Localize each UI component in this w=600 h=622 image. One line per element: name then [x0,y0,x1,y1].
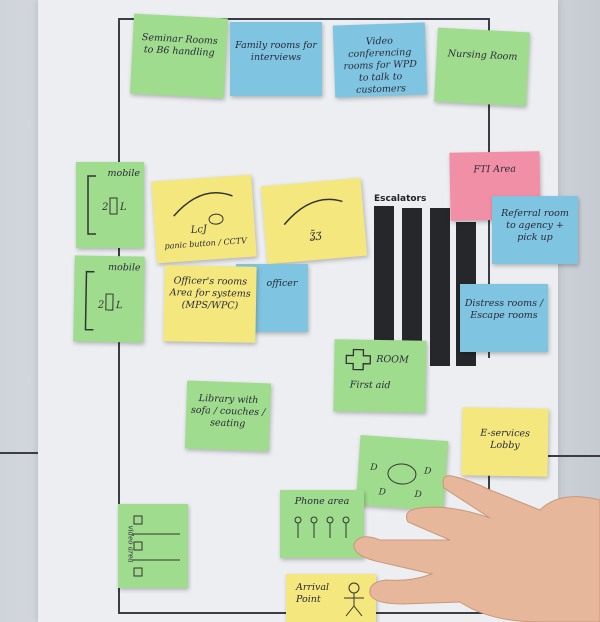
bracket-sketch-icon: 2 L [87,175,127,235]
note-video-area: video area [118,504,188,588]
room-label: ROOM [376,353,409,366]
camera-sketch-icon: LcJ [173,192,233,236]
plan-border-top [118,18,490,20]
camera-sketch-icon: ʓ̃ʒ [283,198,343,241]
phone-icon [294,516,350,538]
note-mobile-2: mobile 2 L [73,255,145,343]
svg-text:D: D [413,490,422,501]
note-text: Officer's rooms Area for systems (MPS/WP… [169,275,251,312]
svg-text:2: 2 [101,202,108,213]
note-mobile-1: mobile 2 L [76,162,144,248]
hand-icon [353,475,600,622]
note-phone-area: Phone area [280,490,364,558]
svg-text:D: D [369,463,378,474]
escalator-3 [430,208,450,366]
note-first-aid: ROOM First aid [333,339,427,413]
svg-text:L: L [119,202,127,213]
bracket-sketch-icon: 2 L [84,270,123,331]
screen-sketch-icon [132,515,180,577]
wall-line-left [0,452,38,454]
note-text: Nursing Room [447,48,518,63]
note-text: mobile [107,168,140,179]
note-text: Seminar Rooms to B6 handling [141,32,219,59]
note-text: panic button / CCTV [164,236,248,251]
svg-text:ʓ̃ʒ: ʓ̃ʒ [309,227,323,241]
note-text: Distress rooms / Escape rooms [464,298,544,321]
first-aid-icon [345,348,372,371]
note-referral-room: Referral room to agency + pick up [492,196,578,264]
svg-text:D: D [377,487,386,498]
svg-text:2: 2 [97,300,105,311]
note-family-rooms: Family rooms for interviews [230,22,322,96]
svg-text:L: L [115,300,123,311]
svg-text:LcJ: LcJ [189,224,208,236]
note-text: First aid [349,379,391,392]
note-panic-button: panic button / CCTV LcJ [151,174,257,264]
svg-text:D: D [423,466,432,477]
note-distress-rooms: Distress rooms / Escape rooms [460,284,548,352]
person-icon [344,582,364,617]
note-seminar-rooms: Seminar Rooms to B6 handling [129,13,229,99]
note-video-conferencing: Video conferencing rooms for WPD to talk… [332,22,428,98]
wall-line-right [548,455,600,457]
note-text: Library with sofa / couches / seating [190,392,266,430]
note-arrival-point: Arrival Point [286,574,376,622]
note-text: E-services Lobby [480,427,531,452]
note-text: Family rooms for interviews [235,40,317,63]
note-cctv-sketch: ʓ̃ʒ [260,177,368,265]
note-officers-rooms: Officer's rooms Area for systems (MPS/WP… [163,265,257,343]
escalator-label: Escalators [374,194,427,204]
note-text: Arrival Point [296,582,330,605]
note-library: Library with sofa / couches / seating [184,380,272,452]
note-text: officer [266,278,298,289]
escalator-2 [402,208,422,362]
note-text: Referral room to agency + pick up [501,208,569,243]
note-text: Phone area [294,496,350,507]
note-text: Video conferencing rooms for WPD to talk… [343,35,418,96]
note-nursing-room: Nursing Room [434,27,530,107]
note-text: FTI Area [473,163,516,176]
note-seating-sketch: D D D D [355,435,449,511]
escalator-1 [374,206,394,342]
table-icon: D D D D [369,463,432,501]
note-e-services: E-services Lobby [461,407,549,477]
